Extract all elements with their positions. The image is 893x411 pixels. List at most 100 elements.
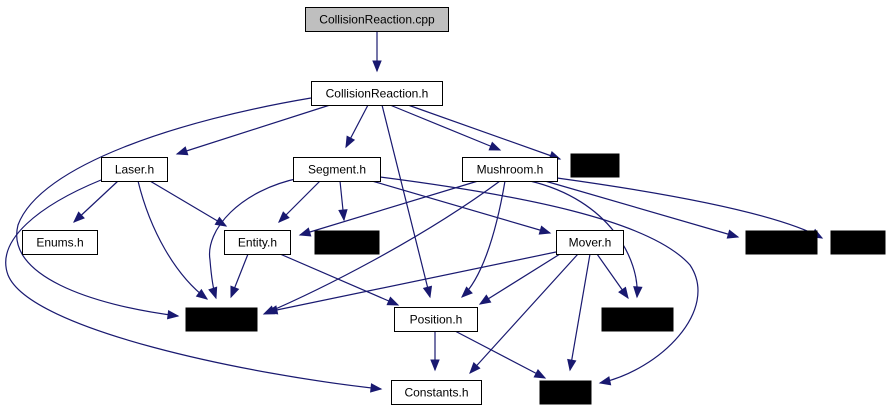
node-box [556,230,624,255]
edge-mover-to-iostream [596,253,629,300]
edge-line [544,180,739,238]
edge-line [381,104,431,298]
node-cpp[interactable]: CollisionReaction.cpp [305,7,449,32]
node-box [391,380,482,405]
node-tuple: tuple [539,380,592,405]
node-box [601,307,674,332]
edge-crh-to-laser [175,104,331,156]
edge-mover-to-memory [265,251,557,315]
node-box [101,157,168,182]
edge-arrowhead [278,211,290,223]
edge-line [299,180,479,236]
edge-arrowhead [195,288,209,300]
edge-arrowhead [338,209,348,222]
edge-arrowhead [265,305,279,315]
edge-arrowhead [598,376,612,386]
edge-arrowhead [73,211,85,223]
edge-arrowhead [461,286,473,298]
node-box [462,157,558,182]
node-segment[interactable]: Segment.h [293,157,381,182]
node-cassert: cassert [314,230,380,255]
edge-laser-to-enums [73,180,119,223]
node-label: ctime [844,236,873,250]
node-label: Segment.h [308,163,366,177]
node-position[interactable]: Position.h [394,307,478,332]
edge-segment-to-tuple [379,176,699,386]
edge-mushroom-to-position [461,180,506,298]
node-box [305,7,449,32]
edge-mover-to-constants [469,253,579,374]
node-mover[interactable]: Mover.h [556,230,624,255]
edge-position-to-tuple [454,330,547,379]
node-box [830,230,886,255]
node-box [394,307,478,332]
edge-crh-to-segment [345,104,369,149]
edge-arrowhead [726,229,740,239]
edge-arrowhead [618,286,629,300]
edge-arrowhead [230,285,240,299]
edge-mover-to-position [478,253,561,305]
node-box [314,230,380,255]
edge-segment-to-entity [278,180,321,223]
node-box [745,230,818,255]
edge-arrowhead [488,141,502,151]
node-laser[interactable]: Laser.h [101,157,168,182]
edge-arrowhead [370,383,383,393]
node-enums[interactable]: Enums.h [22,230,98,255]
edge-mushroom-to-entity [298,180,479,237]
edge-line [371,180,551,234]
edge-line [279,253,399,306]
node-label: CollisionReaction.h [326,87,429,101]
edge-crh-to-position [381,104,433,299]
edge-arrowhead [208,286,218,300]
edges-layer [5,31,824,393]
edge-arrowhead [298,227,312,237]
node-label: memory [200,313,243,327]
node-label: Constants.h [404,386,468,400]
edge-arrowhead [633,286,643,299]
edge-arrowhead [386,296,400,306]
edge-laser-to-memory [137,180,209,300]
node-label: cassert [328,236,367,250]
edge-laser-to-entity [149,180,228,227]
edge-cpp-to-crh [372,31,382,73]
node-box [185,307,258,332]
node-memory: memory [185,307,258,332]
edge-line [461,180,506,298]
edge-crh-to-mushroom [389,104,502,151]
node-cstdlib: cstdlib [745,230,818,255]
edge-arrowhead [372,60,382,73]
edge-arrowhead [430,359,440,372]
edge-line [407,104,561,160]
node-label: CollisionReaction.cpp [319,13,435,27]
edge-line [266,251,557,313]
edge-line [16,97,312,317]
edge-line [137,180,208,300]
node-label: Enums.h [36,236,83,250]
edge-arrowhead [538,225,552,235]
node-label: list [588,159,603,173]
node-list: list [570,153,620,178]
nodes-layer: CollisionReaction.cppCollisionReaction.h… [22,7,886,405]
node-label: Laser.h [115,163,154,177]
edge-mushroom-to-cstdlib [544,180,740,239]
edge-segment-to-mover [371,180,552,235]
edge-entity-to-memory [230,253,249,299]
edge-line [454,330,546,379]
node-label: cstdlib [764,236,798,250]
node-label: tuple [552,386,578,400]
edge-entity-to-position [279,253,400,306]
edge-line [389,104,501,151]
edge-line [149,180,227,227]
node-label: Mover.h [569,236,612,250]
node-mushroom[interactable]: Mushroom.h [462,157,558,182]
edge-crh-to-list [407,104,562,160]
node-label: Position.h [410,313,463,327]
node-ctime: ctime [830,230,886,255]
node-constants[interactable]: Constants.h [391,380,482,405]
node-entity[interactable]: Entity.h [224,230,291,255]
edge-arrowhead [175,146,189,156]
edge-arrowhead [567,358,577,372]
node-iostream: iostream [601,307,674,332]
node-crh[interactable]: CollisionReaction.h [311,81,443,106]
